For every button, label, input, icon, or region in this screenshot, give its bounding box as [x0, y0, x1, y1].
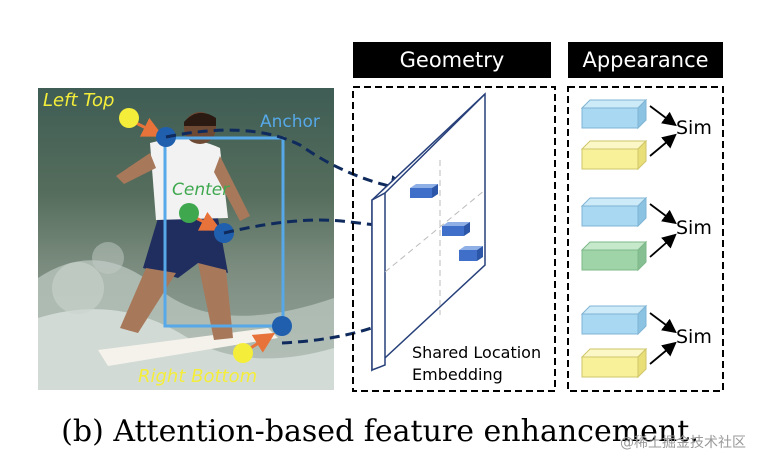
left-top-label: Left Top	[43, 90, 115, 111]
sim-arrow	[649, 105, 677, 127]
center-label: Center	[172, 180, 230, 200]
right-bottom-label: Right Bottom	[138, 366, 258, 387]
appearance-cube-blue	[580, 304, 648, 336]
shared-location-label: Shared Location	[412, 343, 542, 362]
center-keypoint	[179, 203, 199, 223]
figure-caption: (b) Attention-based feature enhancement.	[61, 414, 699, 449]
dashed-arrow-center	[223, 217, 444, 242]
left-top-keypoint	[119, 108, 139, 128]
sim-arrow	[649, 233, 677, 258]
geometry-panel	[352, 86, 556, 392]
sim-arrow	[649, 133, 677, 157]
right-bottom-keypoint	[233, 343, 253, 363]
appearance-cube-green	[580, 240, 648, 272]
appearance-cube-blue	[580, 196, 648, 228]
dashed-arrow-top	[165, 128, 414, 199]
feature-cell	[459, 246, 483, 261]
sim-label: Sim	[676, 217, 712, 239]
sim-label: Sim	[676, 117, 712, 139]
appearance-title: Appearance	[568, 42, 723, 78]
feature-cell	[442, 222, 470, 236]
geometry-title: Geometry	[353, 42, 551, 78]
sim-arrow	[649, 341, 677, 365]
feature-cell	[410, 184, 438, 198]
shared-location-embedding	[371, 92, 486, 372]
anchor-box	[163, 136, 285, 328]
watermark: @稀土掘金技术社区	[620, 435, 746, 451]
sim-label: Sim	[676, 326, 712, 348]
appearance-cube-blue	[580, 98, 648, 130]
sim-arrow	[649, 312, 677, 334]
sim-arrow	[649, 203, 677, 225]
anchor-label: Anchor	[260, 112, 320, 132]
embedding-label: Embedding	[412, 365, 503, 384]
appearance-panel	[567, 86, 724, 392]
appearance-cube-yellow	[580, 139, 648, 171]
sampled-point-bottom	[272, 316, 292, 336]
appearance-cube-yellow	[580, 347, 648, 379]
